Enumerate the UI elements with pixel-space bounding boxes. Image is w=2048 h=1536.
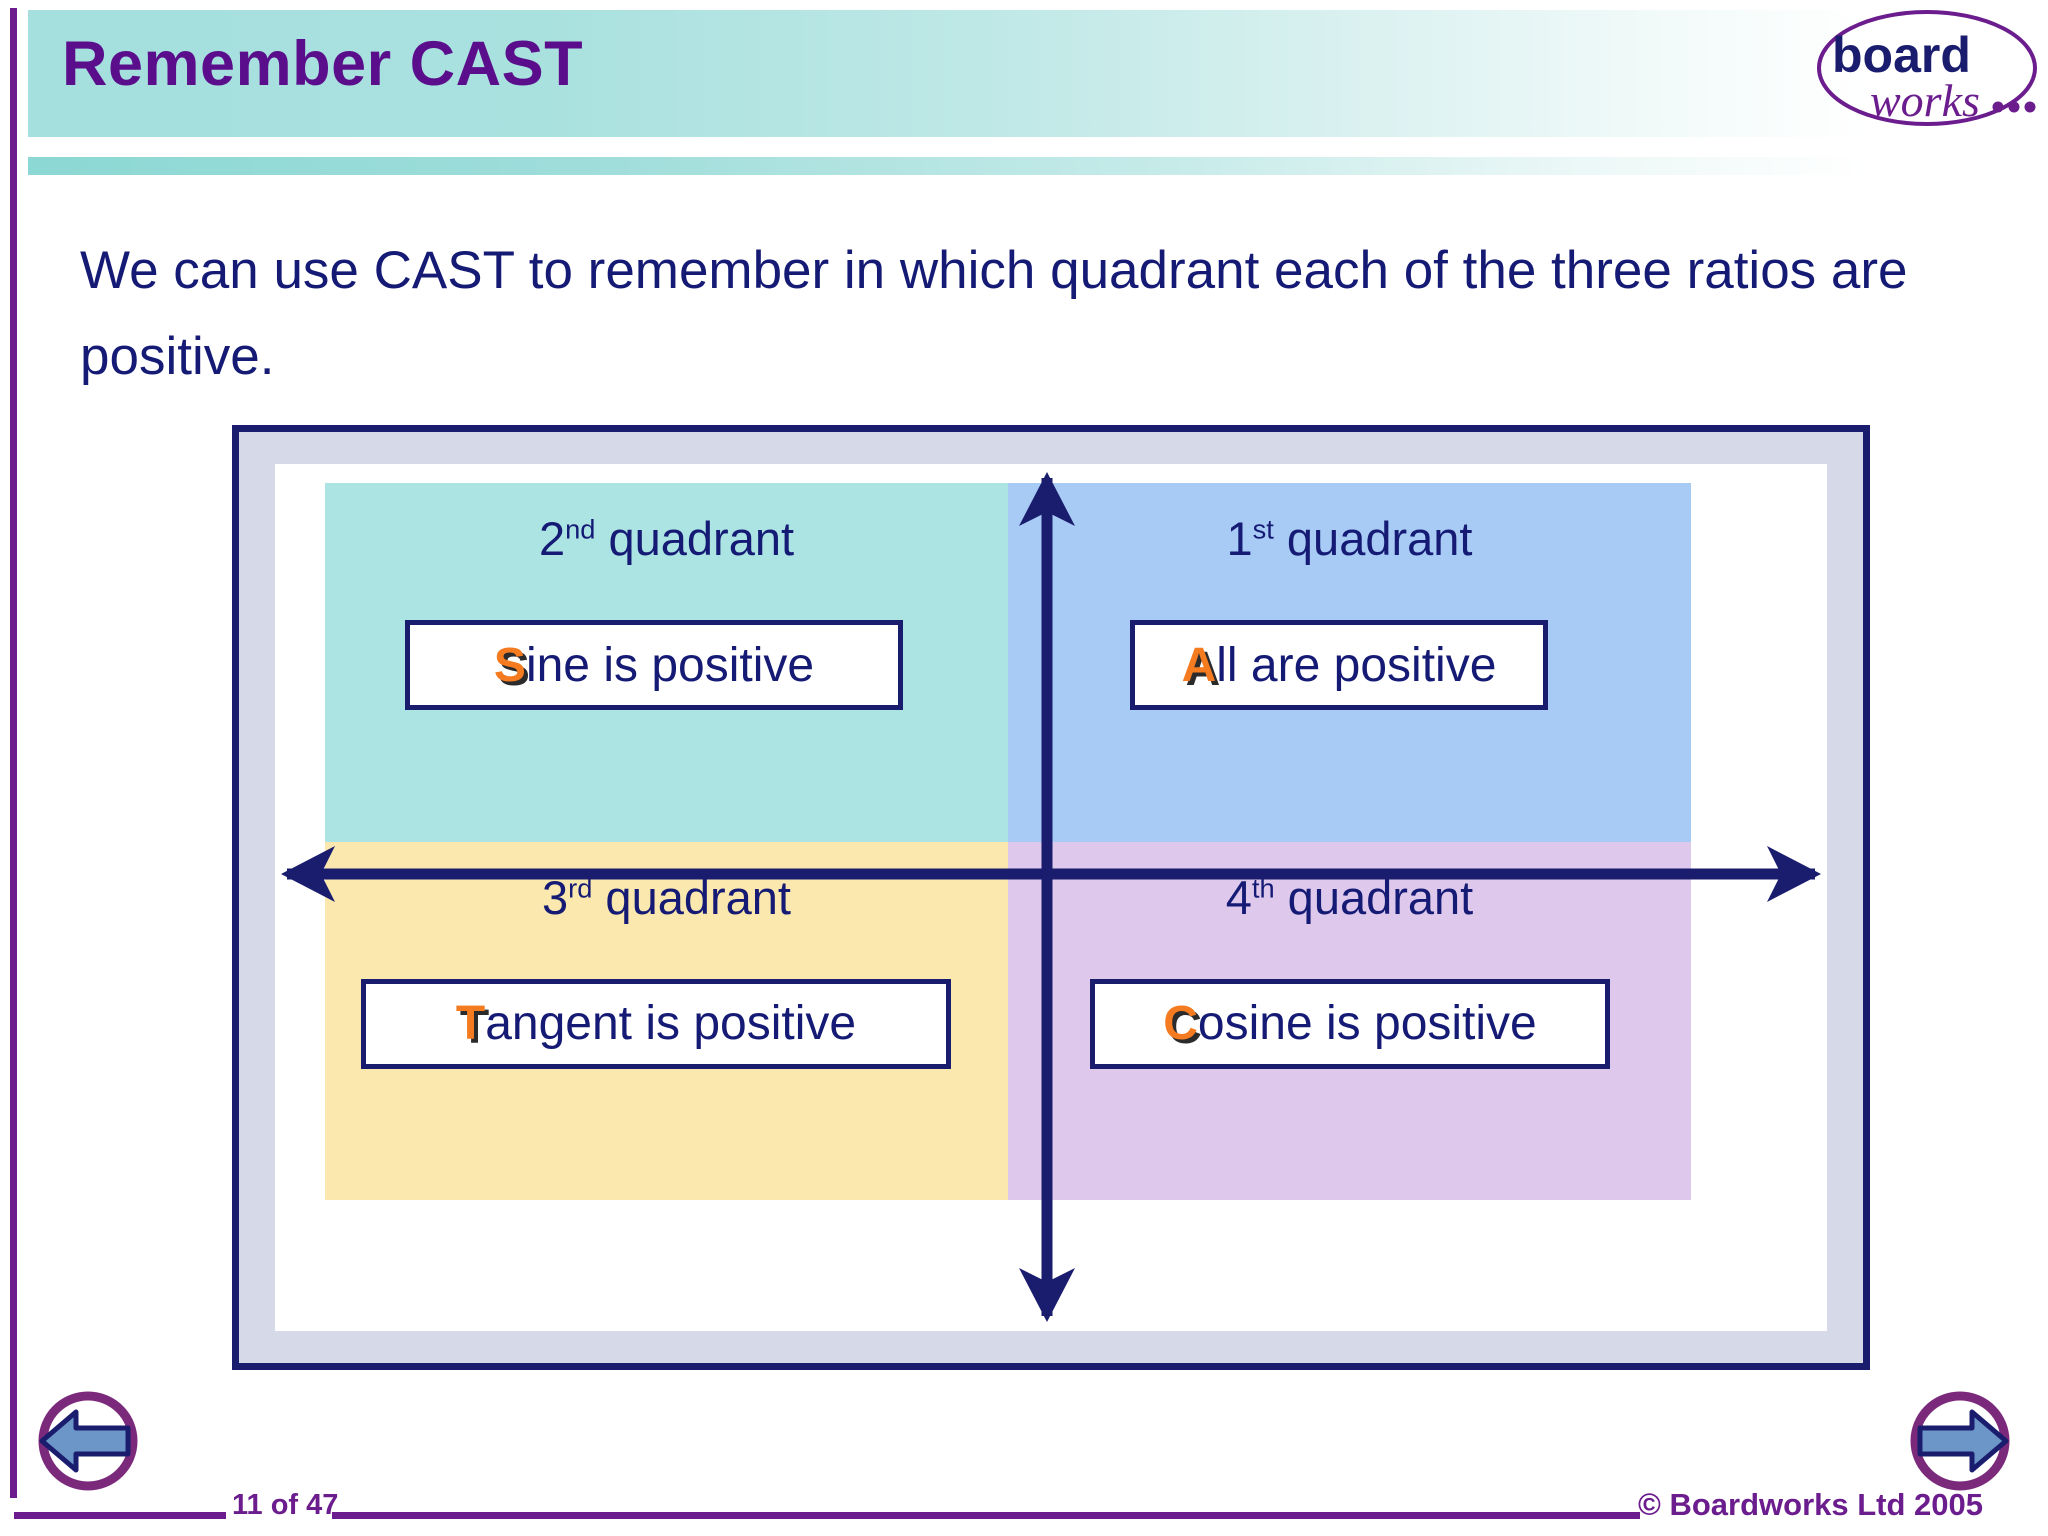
next-slide-button[interactable] (1900, 1388, 2020, 1494)
quadrant-fourth-suffix: quadrant (1274, 870, 1474, 924)
page-title: Remember CAST (62, 29, 584, 99)
left-margin-rule (10, 8, 17, 1498)
quadrant-second-number: 2 (538, 512, 566, 565)
quadrant-third-ordinal: rd (568, 871, 593, 903)
quadrant-first-rule-text: All are positive (1182, 638, 1497, 693)
quadrant-first-label: 1st quadrant (1008, 511, 1691, 566)
page-number: 11 of 47 (232, 1489, 339, 1521)
header-underbar (28, 157, 1866, 175)
quadrant-third-label: 3rd quadrant (325, 870, 1008, 925)
cast-diagram: 2nd quadrant Sine is positive 1st quadra… (232, 425, 1870, 1370)
quadrant-first-rule-box: All are positive (1130, 620, 1548, 710)
quadrant-grid: 2nd quadrant Sine is positive 1st quadra… (325, 483, 1691, 1200)
intro-paragraph: We can use CAST to remember in which qua… (80, 241, 1908, 386)
quadrant-fourth-rule-box: Cosine is positive (1090, 978, 1610, 1069)
quadrant-first-suffix: quadrant (1273, 512, 1473, 565)
quadrant-second-rule-text: Sine is positive (494, 638, 814, 693)
quadrant-fourth-ordinal: th (1251, 871, 1275, 903)
quadrant-fourth: 4th quadrant Cosine is positive (1008, 841, 1691, 1200)
quadrant-second-suffix: quadrant (595, 512, 795, 565)
quadrant-third-rule-text: Tangent is positive (456, 996, 856, 1051)
copyright-notice: © Boardworks Ltd 2005 (1638, 1487, 1983, 1522)
quadrant-second-rule-box: Sine is positive (405, 620, 903, 710)
quadrant-first-rule-rest: ll are positive (1216, 638, 1497, 692)
quadrant-second-label: 2nd quadrant (325, 511, 1008, 566)
quadrant-third: 3rd quadrant Tangent is positive (325, 841, 1008, 1200)
quadrant-third-rule-rest: angent is positive (485, 997, 857, 1050)
footer-rule-middle (332, 1512, 1640, 1519)
quadrant-first-ordinal: st (1252, 513, 1274, 545)
quadrant-third-rule-box: Tangent is positive (361, 978, 951, 1069)
quadrant-fourth-rule-initial: C (1163, 997, 1198, 1050)
quadrant-first: 1st quadrant All are positive (1008, 483, 1691, 842)
arrow-left-icon (38, 1391, 138, 1491)
footer-rule-left (14, 1512, 226, 1519)
quadrant-third-suffix: quadrant (592, 870, 791, 924)
quadrant-second-ordinal: nd (565, 513, 596, 545)
quadrant-fourth-rule-text: Cosine is positive (1163, 996, 1537, 1051)
quadrant-second-rule-rest: ine is positive (525, 638, 815, 692)
arrow-right-icon (1910, 1391, 2010, 1491)
header-banner (28, 10, 1866, 137)
quadrant-second: 2nd quadrant Sine is positive (325, 483, 1008, 842)
quadrant-fourth-label: 4th quadrant (1008, 870, 1691, 925)
quadrant-first-rule-initial: A (1181, 638, 1217, 692)
svg-text:board: board (1832, 27, 1971, 83)
quadrant-second-rule-initial: S (493, 638, 526, 692)
quadrant-third-rule-initial: T (455, 997, 486, 1050)
quadrant-fourth-rule-rest: osine is positive (1197, 997, 1537, 1050)
boardworks-logo: board works (1812, 6, 2042, 134)
quadrant-fourth-number: 4 (1225, 870, 1252, 924)
svg-text:works: works (1870, 75, 1980, 126)
previous-slide-button[interactable] (28, 1388, 148, 1494)
quadrant-third-number: 3 (542, 870, 569, 924)
quadrant-first-number: 1 (1226, 512, 1253, 565)
